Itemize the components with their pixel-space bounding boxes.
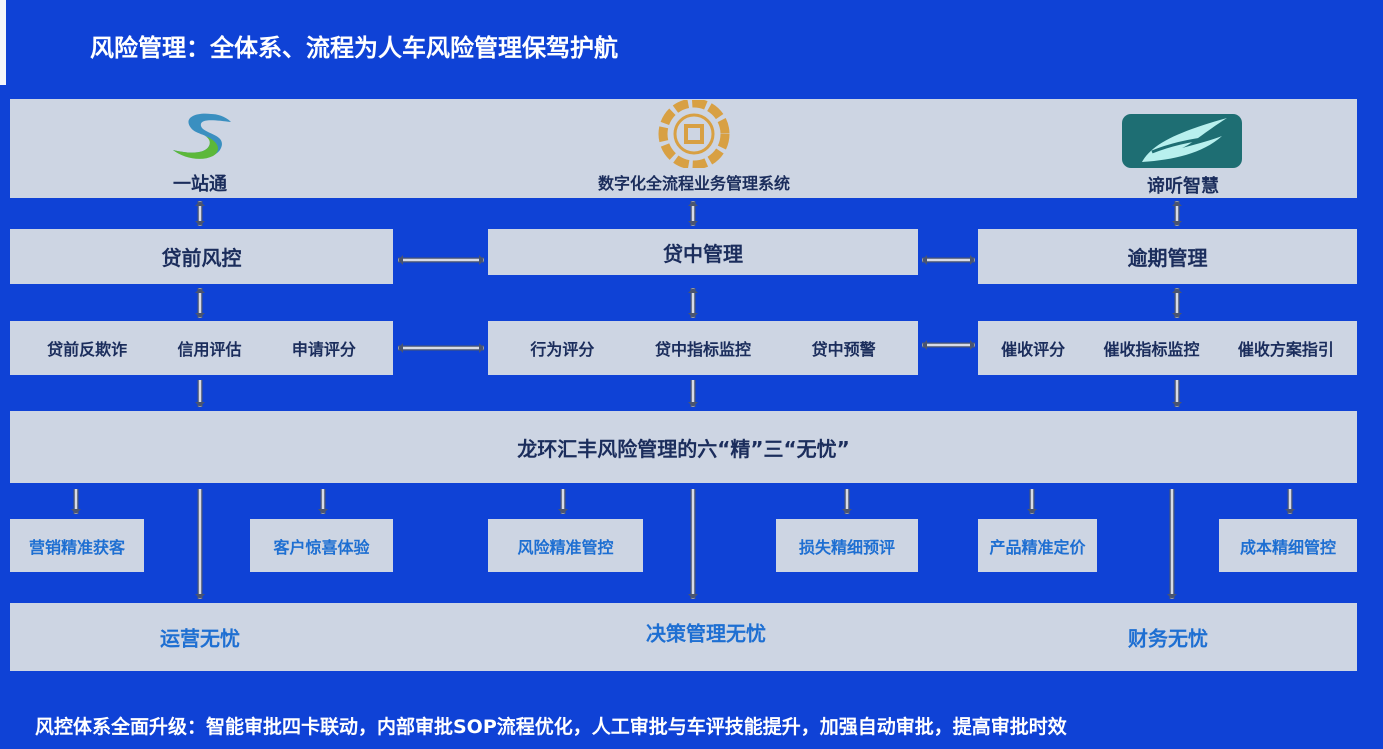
jing-box: 成本精细管控 xyxy=(1219,519,1357,572)
arrow-down xyxy=(195,380,205,407)
double-arrow-vertical xyxy=(688,201,698,226)
arrow-down-long xyxy=(688,489,698,599)
double-arrow-vertical xyxy=(1172,201,1182,226)
item: 信用评估 xyxy=(177,340,242,359)
item: 贷前反欺诈 xyxy=(47,340,128,359)
item: 行为评分 xyxy=(530,340,595,359)
item: 催收评分 xyxy=(1001,340,1066,359)
jing-box: 风险精准管控 xyxy=(488,519,643,572)
double-arrow-horizontal xyxy=(398,255,484,265)
jing-box: 产品精准定价 xyxy=(978,519,1097,572)
double-arrow-vertical xyxy=(195,201,205,226)
s-logo-icon xyxy=(173,113,231,159)
arrow-down xyxy=(688,380,698,407)
stage-overdue: 逾期管理 xyxy=(978,229,1357,284)
double-arrow-horizontal xyxy=(922,255,975,265)
system-label-digital: 数字化全流程业务管理系统 xyxy=(597,174,791,193)
arrow-down xyxy=(1172,380,1182,407)
page-title: 风险管理：全体系、流程为人车风险管理保驾护航 xyxy=(90,34,618,62)
double-arrow-vertical xyxy=(1172,288,1182,318)
overdue-items: 催收评分 催收指标监控 催收方案指引 xyxy=(978,321,1357,375)
item: 催收方案指引 xyxy=(1237,340,1334,359)
arrow-down xyxy=(1027,489,1037,514)
system-label-yizhantong: 一站通 xyxy=(173,174,227,195)
footer-summary: 风控体系全面升级：智能审批四卡联动，内部审批SOP流程优化，人工审批与车评技能提… xyxy=(35,716,1067,738)
stage-in-loan: 贷中管理 xyxy=(488,229,918,275)
arrow-down xyxy=(842,489,852,514)
jing-box: 客户惊喜体验 xyxy=(250,519,393,572)
arrow-down-long xyxy=(1167,489,1177,599)
wuyou-finance: 财务无忧 xyxy=(1128,626,1208,651)
item: 申请评分 xyxy=(291,340,356,359)
arrow-down xyxy=(558,489,568,514)
item: 贷中指标监控 xyxy=(654,340,751,359)
jing-box: 营销精准获客 xyxy=(10,519,144,572)
in-loan-items: 行为评分 贷中指标监控 贷中预警 xyxy=(488,321,918,375)
item: 催收指标监控 xyxy=(1103,340,1200,359)
wuyou-decision: 决策管理无忧 xyxy=(646,621,766,646)
core-principle-panel: 龙环汇丰风险管理的六“精”三“无忧” xyxy=(10,411,1357,483)
pre-loan-items: 贷前反欺诈 信用评估 申请评分 xyxy=(10,321,393,375)
double-arrow-vertical xyxy=(688,288,698,318)
item: 贷中预警 xyxy=(811,340,876,359)
gold-coin-logo-icon xyxy=(658,100,730,168)
double-arrow-vertical xyxy=(195,288,205,318)
arrow-down xyxy=(318,489,328,514)
arrow-down xyxy=(1285,489,1295,514)
wuyou-operations: 运营无忧 xyxy=(160,626,240,651)
double-arrow-horizontal xyxy=(398,343,484,353)
double-arrow-horizontal xyxy=(922,340,975,350)
stage-pre-loan: 贷前风控 xyxy=(10,229,393,284)
teal-wing-logo-icon xyxy=(1122,114,1242,168)
system-label-diting: 谛听智慧 xyxy=(1147,176,1219,197)
left-edge-strip xyxy=(0,0,6,85)
jing-box: 损失精细预评 xyxy=(776,519,918,572)
arrow-down xyxy=(71,489,81,514)
arrow-down-long xyxy=(195,489,205,599)
wuyou-panel xyxy=(10,603,1357,671)
